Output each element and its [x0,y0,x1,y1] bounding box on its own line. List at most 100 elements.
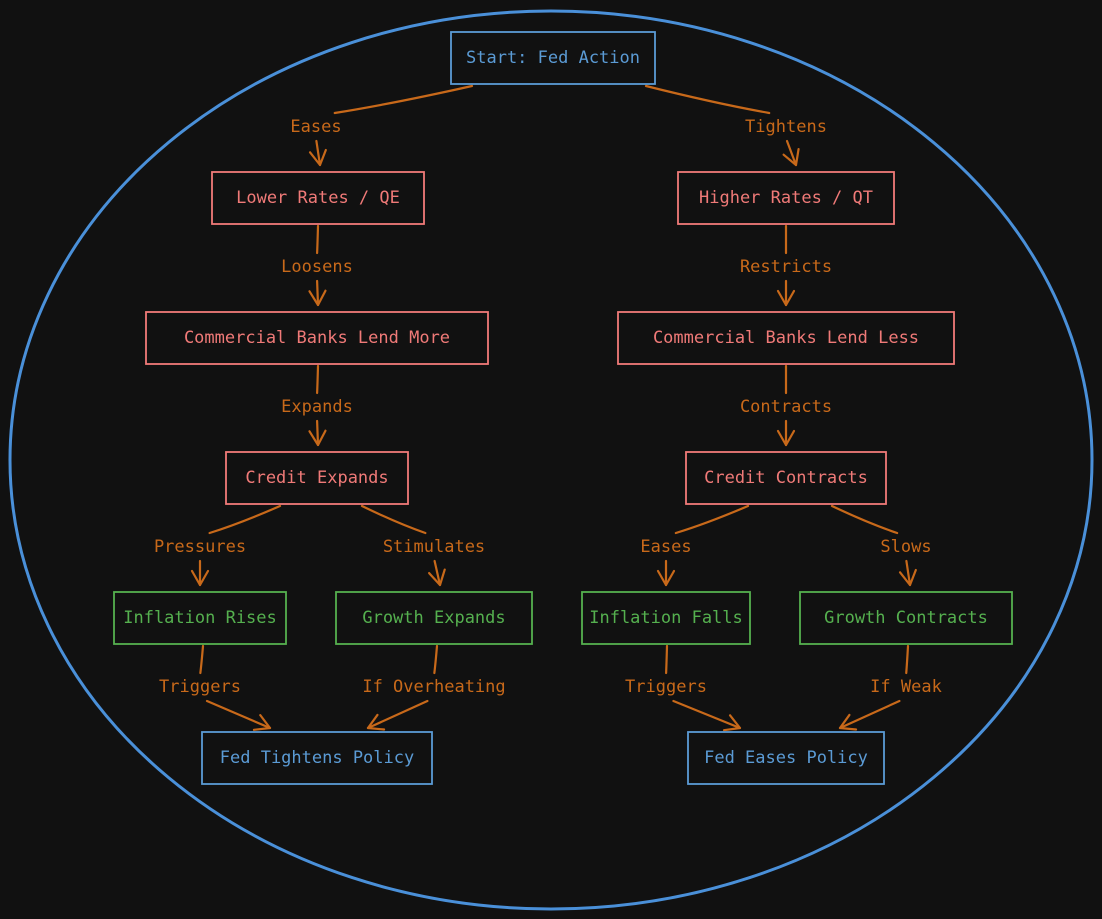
edge-label: Eases [640,537,691,557]
node-box [799,591,1013,645]
edge-line [199,644,205,675]
edge-inflation-rises-to-fed-tightens: Triggers [159,644,272,731]
arrowhead [776,289,796,307]
node-label: Lower Rates / QE [236,188,400,208]
arrowhead [776,429,796,447]
node-box [450,31,656,85]
node-start: Start: Fed Action [450,31,656,85]
edge-label: Expands [281,397,353,417]
node-inflation-falls: Inflation Falls [581,591,751,645]
node-box [113,591,287,645]
edge-label: Stimulates [383,537,485,557]
node-credit-expands: Credit Expands [225,451,409,505]
edge-label: If Weak [870,677,942,697]
boundary-ellipse [8,9,1094,911]
arrowhead [428,568,446,587]
edge-credit-expands-to-growth-expands: Stimulates [360,504,485,587]
node-label: Credit Expands [245,468,388,488]
edge-line [665,644,669,675]
arrowhead [898,568,917,587]
edge-line [433,559,442,587]
node-lower-rates: Lower Rates / QE [211,171,425,225]
node-label: Commercial Banks Lend More [184,328,450,348]
edge-line [333,84,474,115]
node-label: Commercial Banks Lend Less [653,328,919,348]
arrowhead [190,569,210,587]
edge-credit-expands-to-inflation-rises: Pressures [154,504,282,587]
node-fed-eases: Fed Eases Policy [687,731,885,785]
edge-inflation-falls-to-fed-eases: Triggers [625,644,742,732]
edge-line [830,504,899,535]
edge-line [316,224,320,255]
edge-lower-rates-to-banks-lend-more: Loosens [281,224,353,307]
edge-line [208,504,282,535]
node-label: Fed Eases Policy [704,748,868,768]
node-growth-expands: Growth Expands [335,591,533,645]
node-box [335,591,533,645]
edge-line [905,559,912,587]
node-box [685,451,887,505]
edge-line [315,139,322,167]
edge-label: If Overheating [362,677,505,697]
arrowhead [308,289,327,307]
edge-line [316,279,320,307]
edge-line [366,699,429,730]
node-label: Credit Contracts [704,468,868,488]
arrowhead [838,713,858,731]
edge-label: Triggers [159,677,241,697]
edge-banks-lend-less-to-credit-contracts: Contracts [740,364,832,447]
edge-growth-contracts-to-fed-eases: If Weak [838,644,942,731]
arrowhead [366,713,386,731]
node-label: Inflation Rises [123,608,277,628]
arrowhead [656,569,676,587]
node-box [225,451,409,505]
edge-line [785,139,798,167]
node-growth-contracts: Growth Contracts [799,591,1013,645]
arrowhead [782,147,800,167]
node-label: Growth Expands [362,608,505,628]
node-label: Start: Fed Action [466,48,640,68]
edge-line [905,644,910,675]
node-box [201,731,433,785]
node-box [145,311,489,365]
edge-credit-contracts-to-inflation-falls: Eases [640,504,750,587]
edge-credit-contracts-to-growth-contracts: Slows [830,504,932,587]
edge-higher-rates-to-banks-lend-less: Restricts [740,224,832,307]
node-label: Growth Contracts [824,608,988,628]
edge-label: Slows [880,537,931,557]
edge-start-to-higher-rates: Tightens [644,84,827,167]
node-banks-lend-more: Commercial Banks Lend More [145,311,489,365]
edge-growth-expands-to-fed-tightens: If Overheating [362,644,506,731]
node-box [581,591,751,645]
edge-line [838,699,901,730]
node-credit-contracts: Credit Contracts [685,451,887,505]
node-box [677,171,895,225]
edge-line [360,504,427,535]
edge-line [205,699,272,730]
edge-line [644,84,771,115]
edge-line [316,419,320,447]
edge-label: Loosens [281,257,353,277]
edge-banks-lend-more-to-credit-expands: Expands [281,364,353,447]
node-label: Higher Rates / QT [699,188,873,208]
node-label: Fed Tightens Policy [220,748,414,768]
edge-label: Pressures [154,537,246,557]
node-fed-tightens: Fed Tightens Policy [201,731,433,785]
arrowhead [722,714,742,732]
node-box [617,311,955,365]
edge-line [433,644,439,675]
node-banks-lend-less: Commercial Banks Lend Less [617,311,955,365]
edge-label: Tightens [745,117,827,137]
node-label: Inflation Falls [589,608,743,628]
edge-line [674,504,750,535]
edge-line [672,699,742,730]
edge-label: Triggers [625,677,707,697]
node-inflation-rises: Inflation Rises [113,591,287,645]
arrowhead [252,714,272,731]
node-box [687,731,885,785]
edge-label: Contracts [740,397,832,417]
edge-start-to-lower-rates: Eases [290,84,474,167]
